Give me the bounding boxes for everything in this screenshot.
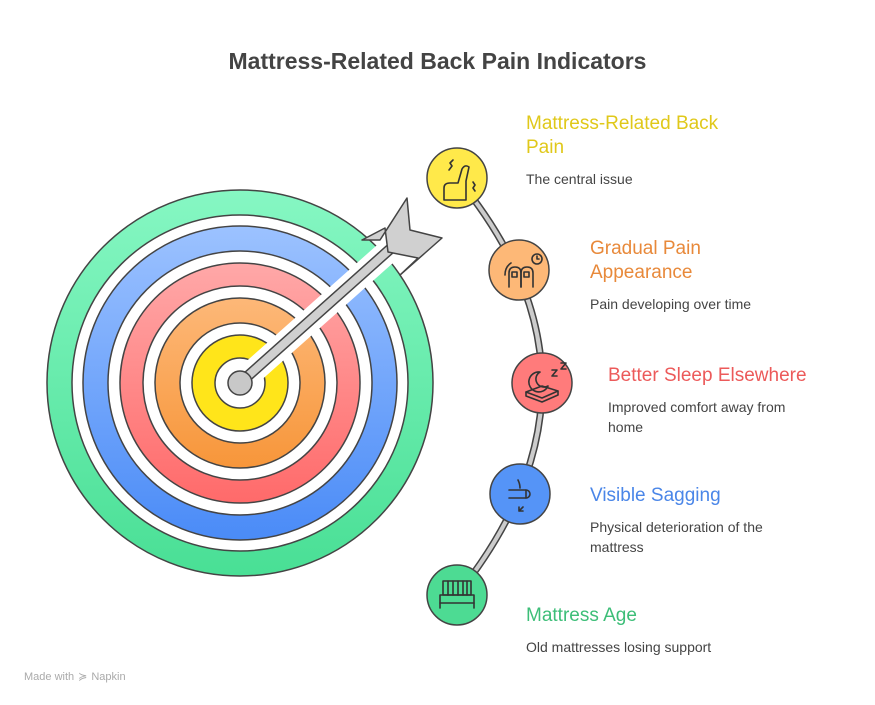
item-back-pain: Mattress-Related Back Pain The central i… (526, 112, 786, 189)
sleep-moon-icon (525, 362, 567, 403)
node-gradual-pain (488, 239, 550, 301)
page-title: Mattress-Related Back Pain Indicators (228, 48, 647, 74)
item-desc: Improved comfort away from home (608, 399, 786, 435)
item-desc: Physical deterioration of the mattress (590, 519, 763, 555)
item-desc: Old mattresses losing support (526, 639, 712, 655)
item-title: Gradual Pain Appearance (590, 238, 701, 283)
pain-clock-icon (504, 253, 543, 288)
item-desc: The central issue (526, 171, 633, 187)
made-with-label: Made with (24, 670, 75, 683)
item-visible-sagging: Visible Sagging Physical deterioration o… (590, 484, 850, 557)
item-title: Better Sleep Elsewhere (608, 365, 807, 386)
node-back-pain (426, 147, 488, 209)
arrow (227, 197, 443, 396)
item-desc: Pain developing over time (590, 296, 752, 312)
item-title: Visible Sagging (590, 485, 721, 506)
back-pain-chair-icon (443, 159, 476, 201)
node-visible-sagging (489, 463, 551, 525)
item-gradual-pain: Gradual Pain Appearance Pain developing … (590, 237, 850, 314)
item-better-sleep: Better Sleep Elsewhere Improved comfort … (608, 364, 868, 437)
napkin-watermark: Made with ≽ Napkin (24, 670, 126, 684)
item-title: Mattress-Related Back Pain (526, 113, 719, 158)
napkin-logo-icon: ≽ (78, 671, 88, 683)
item-mattress-age: Mattress Age Old mattresses losing suppo… (526, 604, 786, 657)
node-better-sleep (511, 352, 573, 414)
sagging-icon (508, 479, 531, 512)
brand-label: Napkin (91, 670, 126, 683)
item-title: Mattress Age (526, 605, 637, 626)
old-bed-icon (439, 580, 475, 609)
